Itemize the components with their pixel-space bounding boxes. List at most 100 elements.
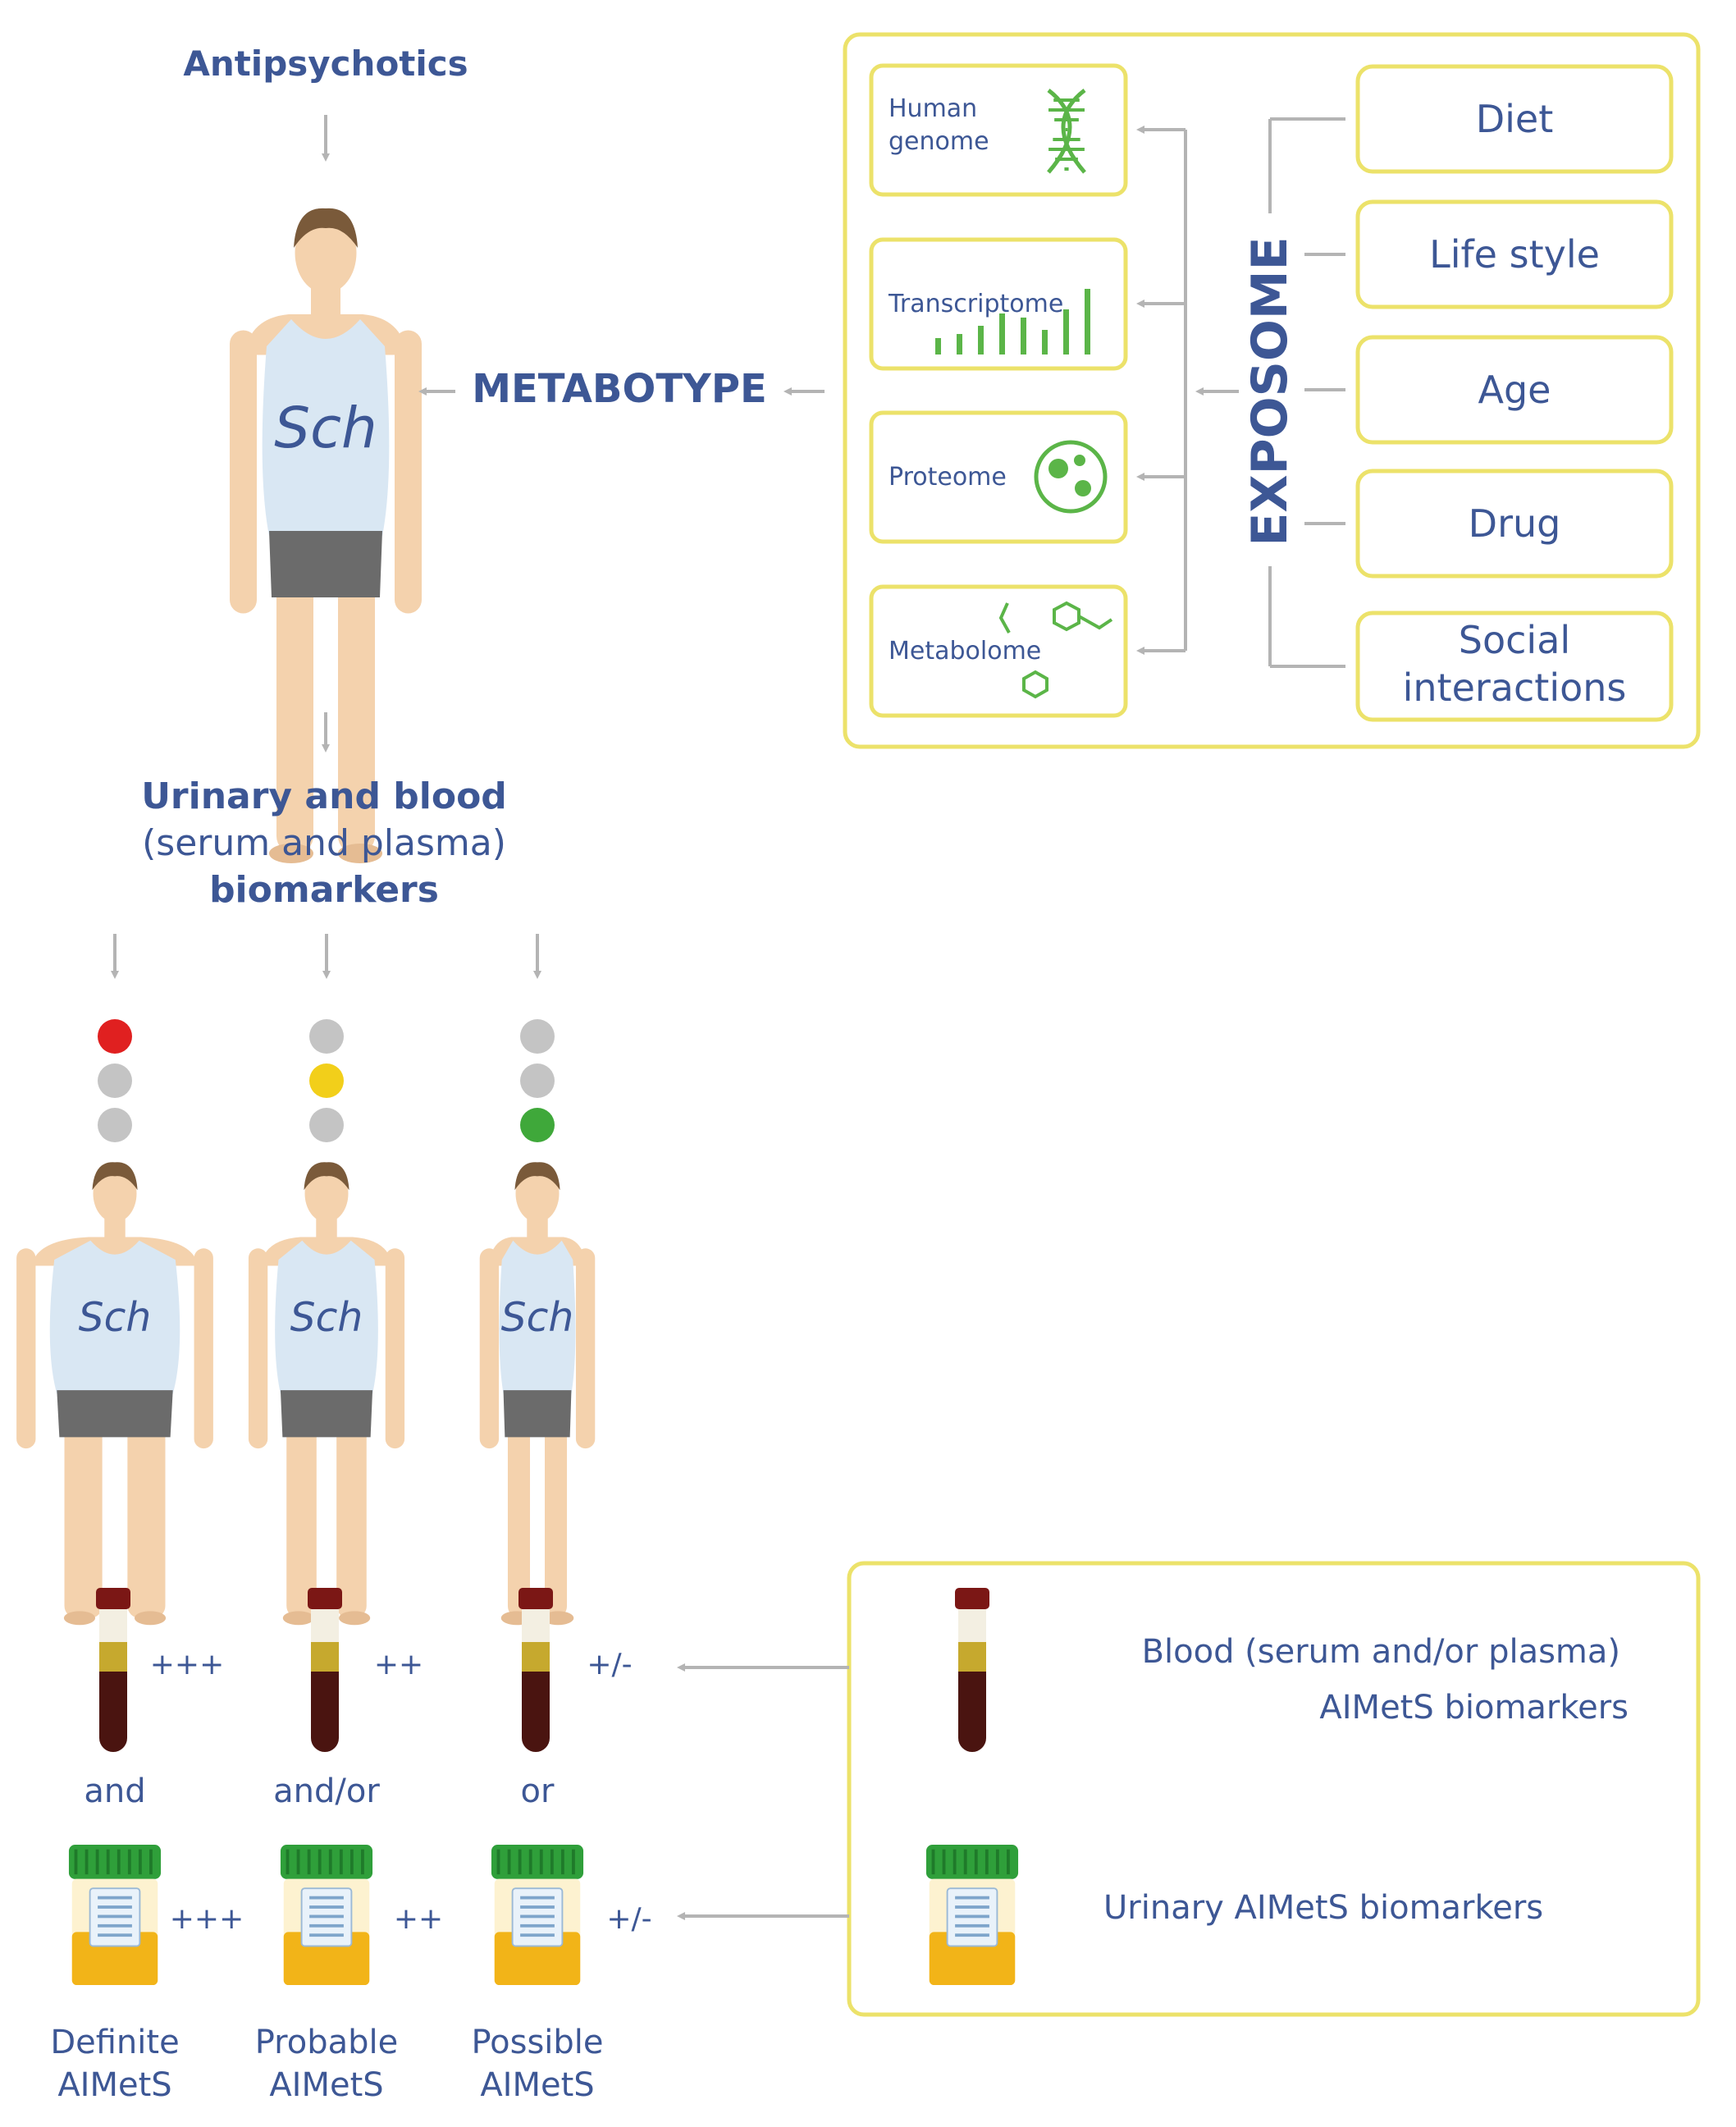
traffic-light-off	[98, 1064, 132, 1098]
traffic-light-off	[98, 1108, 132, 1142]
exposome-label: EXPOSOME	[1241, 236, 1299, 546]
jar-label-line	[98, 1923, 132, 1928]
hair	[294, 208, 358, 248]
arm-right	[395, 330, 422, 614]
jar-lid-ridge	[1007, 1849, 1010, 1875]
jar-lid-ridge	[296, 1849, 300, 1875]
omics-label: Transcriptome	[888, 290, 1063, 318]
molecule-icon	[998, 601, 1113, 699]
legend-blood-line1: Blood (serum and/or plasma)	[1142, 1633, 1620, 1671]
signal-bar	[1085, 289, 1090, 354]
omics-box-frame	[869, 584, 1128, 718]
legend-urine-label: Urinary AIMetS biomarkers	[1103, 1889, 1543, 1927]
leg-right	[336, 1418, 367, 1618]
exposome-factor-label: Diet	[1476, 97, 1554, 141]
jar-lid-ridge	[307, 1849, 311, 1875]
exposome-factor-drug: Drug	[1304, 469, 1674, 579]
metabotype-label: METABOTYPE	[472, 366, 767, 412]
traffic-light-off	[520, 1019, 555, 1054]
antipsychotics-label: Antipsychotics	[183, 43, 468, 84]
omics-label: Proteome	[889, 463, 1007, 492]
jar-lid-ridge	[127, 1849, 131, 1875]
exposome-factor-label: interactions	[1403, 666, 1627, 710]
jar-lid-ridge	[539, 1849, 543, 1875]
tube-empty	[958, 1609, 986, 1642]
jar-lid-ridge	[106, 1849, 110, 1875]
foot-right	[339, 1611, 371, 1626]
jar-label-line	[520, 1905, 555, 1909]
outcome-label: AIMetS	[57, 2066, 171, 2104]
tube-blood	[522, 1672, 550, 1752]
outcome-label: Probable	[255, 2024, 398, 2061]
tube-blood	[958, 1672, 986, 1752]
urine-level: ++	[394, 1902, 443, 1936]
dna-strand	[1061, 89, 1086, 174]
legend-blood-line2: AIMetS biomarkers	[1319, 1689, 1629, 1727]
exposome-factor-frame	[1355, 64, 1674, 174]
jar-label-line	[520, 1933, 555, 1937]
tank-top	[49, 1240, 180, 1394]
jar-label-line	[309, 1933, 344, 1937]
blood-tube-icon	[519, 1588, 553, 1752]
jar-lid-ridge	[286, 1849, 290, 1875]
jar-lid-ridge	[116, 1849, 121, 1875]
arm-left	[230, 330, 257, 614]
omics-exposome-panel	[843, 32, 1701, 749]
signal-bar	[1021, 318, 1026, 354]
leg-right	[338, 570, 375, 853]
exposome-factor-diet: Diet	[1270, 64, 1674, 174]
exposome-factor-label: Drug	[1469, 501, 1561, 546]
connector-label: and/or	[273, 1772, 380, 1810]
jar-lid-ridge	[349, 1849, 354, 1875]
exposome-factor-age: Age	[1304, 335, 1674, 445]
tube-cap	[519, 1588, 553, 1609]
connector-label: and	[84, 1772, 145, 1810]
tube-serum	[522, 1642, 550, 1672]
legend-panel	[847, 1561, 1701, 2017]
jar-lid	[280, 1845, 373, 1879]
blood-level: +++	[150, 1648, 225, 1681]
head	[304, 1164, 349, 1223]
urine-jar-icon	[280, 1845, 373, 1985]
legend-blood-tube-icon	[955, 1588, 989, 1752]
biomarkers-heading-line2: (serum and plasma)	[142, 822, 506, 864]
jar-lid-ridge	[149, 1849, 153, 1875]
jar-lid-ridge	[984, 1849, 989, 1875]
foot-left	[282, 1611, 314, 1626]
traffic-light-yellow	[309, 1064, 344, 1098]
jar-lid	[491, 1845, 584, 1879]
jar-label-line	[520, 1923, 555, 1928]
urine-level: +++	[170, 1902, 244, 1936]
protein-blob	[1074, 455, 1085, 466]
jar-label-line	[955, 1914, 989, 1919]
outcome-columns: Sch+++and+++DefiniteAIMetSSch++and/or++P…	[16, 934, 652, 2104]
jar-label-line	[98, 1914, 132, 1919]
protein-blob	[1048, 459, 1068, 478]
biomarkers-heading-line3: biomarkers	[209, 869, 439, 911]
arm-right	[194, 1248, 213, 1449]
omics-box-proteome: Proteome	[869, 410, 1186, 544]
exposome-factor-frame	[1355, 199, 1674, 309]
leg-right	[545, 1418, 568, 1618]
shorts	[503, 1390, 572, 1438]
exposome-factor-frame	[1355, 469, 1674, 579]
jar-label-line	[309, 1905, 344, 1909]
molecule-ring	[1053, 601, 1080, 632]
jar-label-line	[98, 1933, 132, 1937]
jar-lid-ridge	[85, 1849, 89, 1875]
outcome-label: AIMetS	[480, 2066, 594, 2104]
jar-lid-ridge	[942, 1849, 946, 1875]
molecule-chain	[998, 602, 1011, 634]
tube-empty	[99, 1609, 127, 1642]
patient-figure: Sch	[230, 208, 422, 863]
signal-bar	[935, 338, 941, 354]
jar-label-line	[98, 1905, 132, 1909]
jar-label-line	[955, 1933, 989, 1937]
molecule-ring	[1022, 670, 1048, 699]
signal-bar	[1063, 309, 1069, 354]
connector-label: or	[521, 1772, 555, 1810]
signal-bar	[957, 334, 962, 354]
outcome-label: Definite	[50, 2024, 179, 2061]
